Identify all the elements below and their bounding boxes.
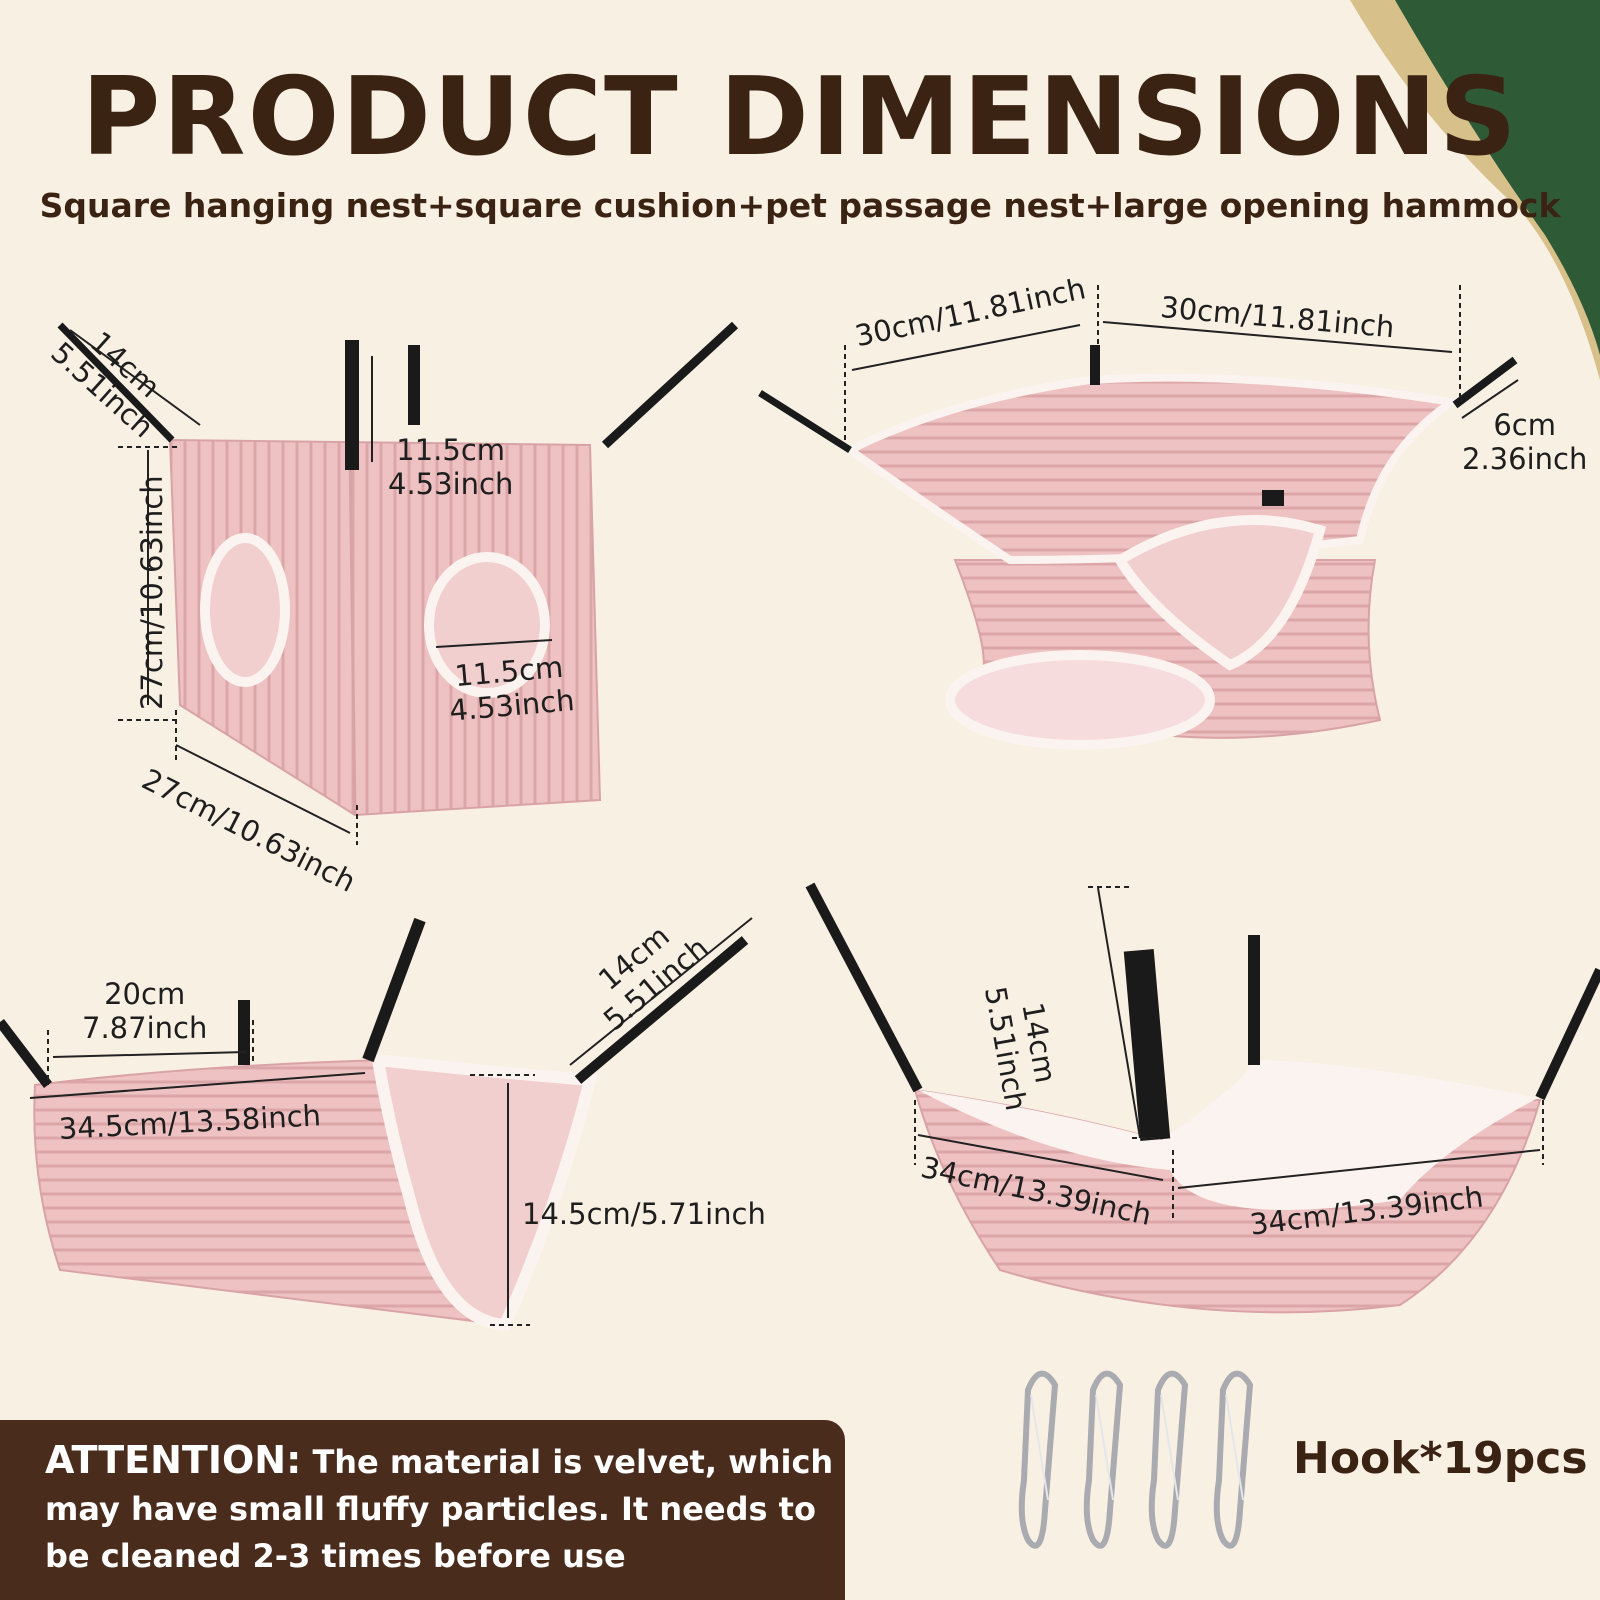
opening-hammock-illustration bbox=[805, 882, 1600, 1314]
attention-banner bbox=[0, 1420, 845, 1600]
square-cushion-illustration bbox=[758, 285, 1519, 750]
front-hole bbox=[424, 552, 550, 698]
page-title: PRODUCT DIMENSIONS bbox=[81, 55, 1519, 180]
attention-message: ATTENTION: The material is velvet, which… bbox=[45, 1437, 835, 1580]
carabiner-hook-icon bbox=[1018, 1370, 1254, 1549]
passage-nest-illustration bbox=[0, 917, 753, 1332]
nest-height-label: 27cm/10.63inch bbox=[135, 475, 169, 710]
attention-body: The material is velvet, which may have s… bbox=[45, 1443, 834, 1575]
hook-count-label: Hook*19pcs bbox=[1293, 1433, 1588, 1484]
passage-height-label: 14.5cm/5.71inch bbox=[522, 1197, 766, 1231]
square-nest-illustration bbox=[57, 321, 739, 845]
page-subtitle: Square hanging nest+square cushion+pet p… bbox=[39, 186, 1561, 225]
green-swoosh bbox=[1395, 0, 1600, 355]
side-hole bbox=[200, 533, 290, 687]
attention-label: ATTENTION: bbox=[45, 1438, 302, 1482]
